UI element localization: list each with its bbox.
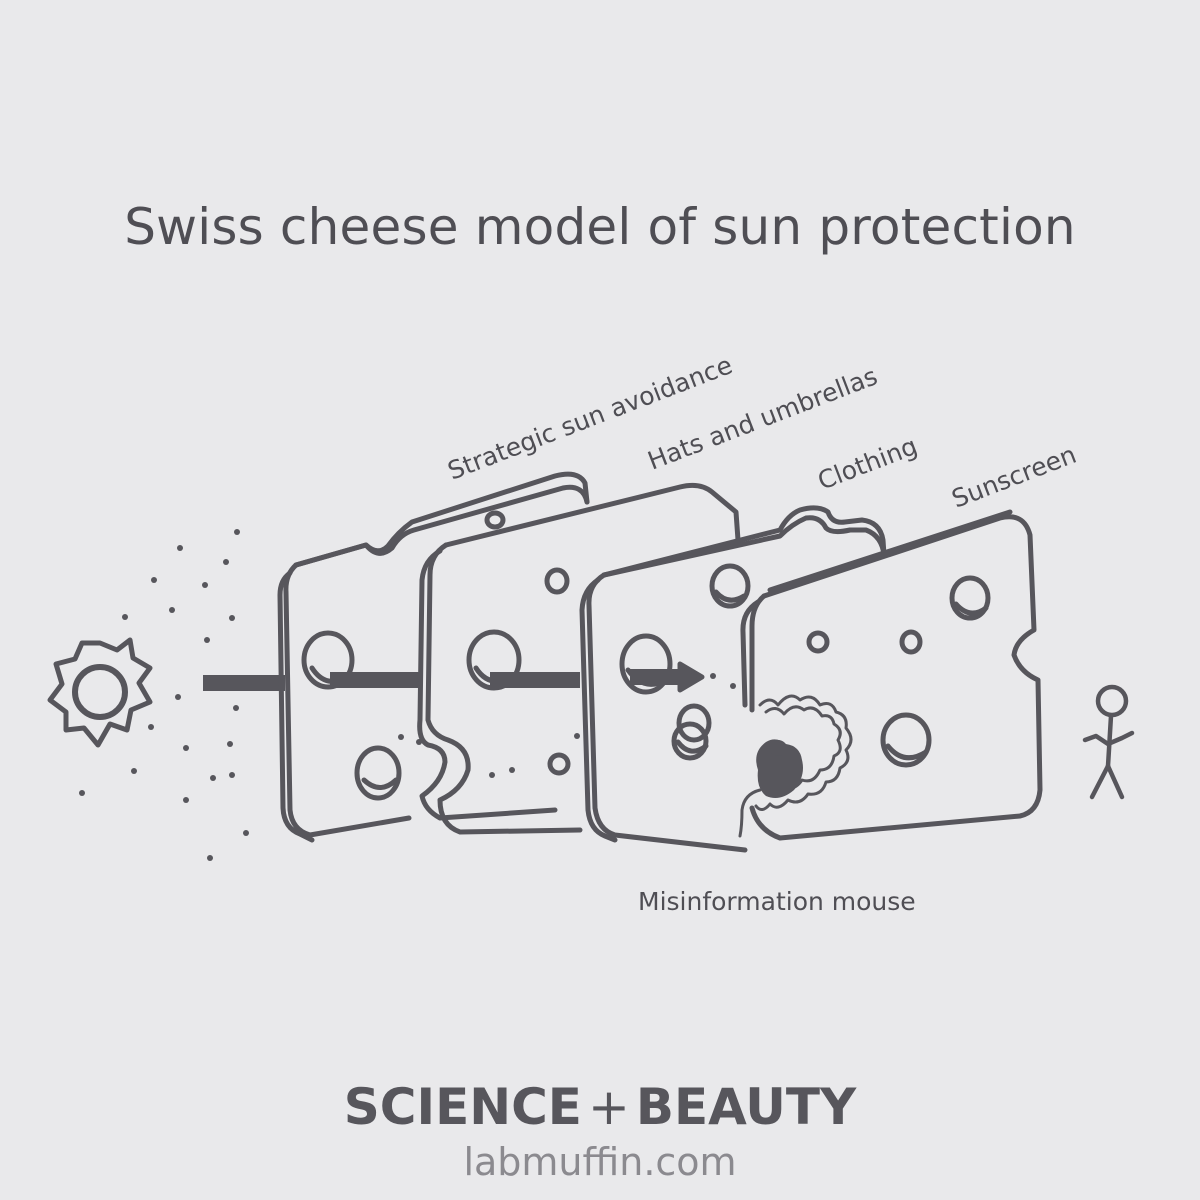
layer-label-clothing: Clothing bbox=[814, 431, 921, 495]
sun-icon bbox=[47, 637, 153, 748]
stick-person-icon bbox=[1082, 684, 1135, 800]
mouse-icon bbox=[738, 739, 803, 838]
cheese-layer-clothing bbox=[579, 505, 887, 853]
cheese-layer-hats-and-umbrellas bbox=[417, 482, 741, 835]
uv-ray-arrowhead bbox=[677, 661, 705, 693]
brand-wordmark: SCIENCE+BEAUTY bbox=[0, 1078, 1200, 1136]
cheese-layer-sunscreen bbox=[740, 509, 1043, 841]
brand-left: SCIENCE bbox=[343, 1078, 582, 1136]
site-url: labmuffin.com bbox=[463, 1140, 737, 1184]
uv-particles bbox=[79, 529, 736, 861]
mouse-label: Misinformation mouse bbox=[638, 887, 916, 916]
brand-right: BEAUTY bbox=[635, 1078, 857, 1136]
bite-mark bbox=[754, 694, 853, 811]
layer-label-strategic-sun-avoidance: Strategic sun avoidance bbox=[444, 350, 736, 485]
page-title: Swiss cheese model of sun protection bbox=[124, 198, 1076, 256]
layer-label-sunscreen: Sunscreen bbox=[948, 440, 1080, 514]
brand-plus: + bbox=[587, 1078, 630, 1136]
cheese-layer-strategic-sun-avoidance bbox=[277, 471, 590, 843]
